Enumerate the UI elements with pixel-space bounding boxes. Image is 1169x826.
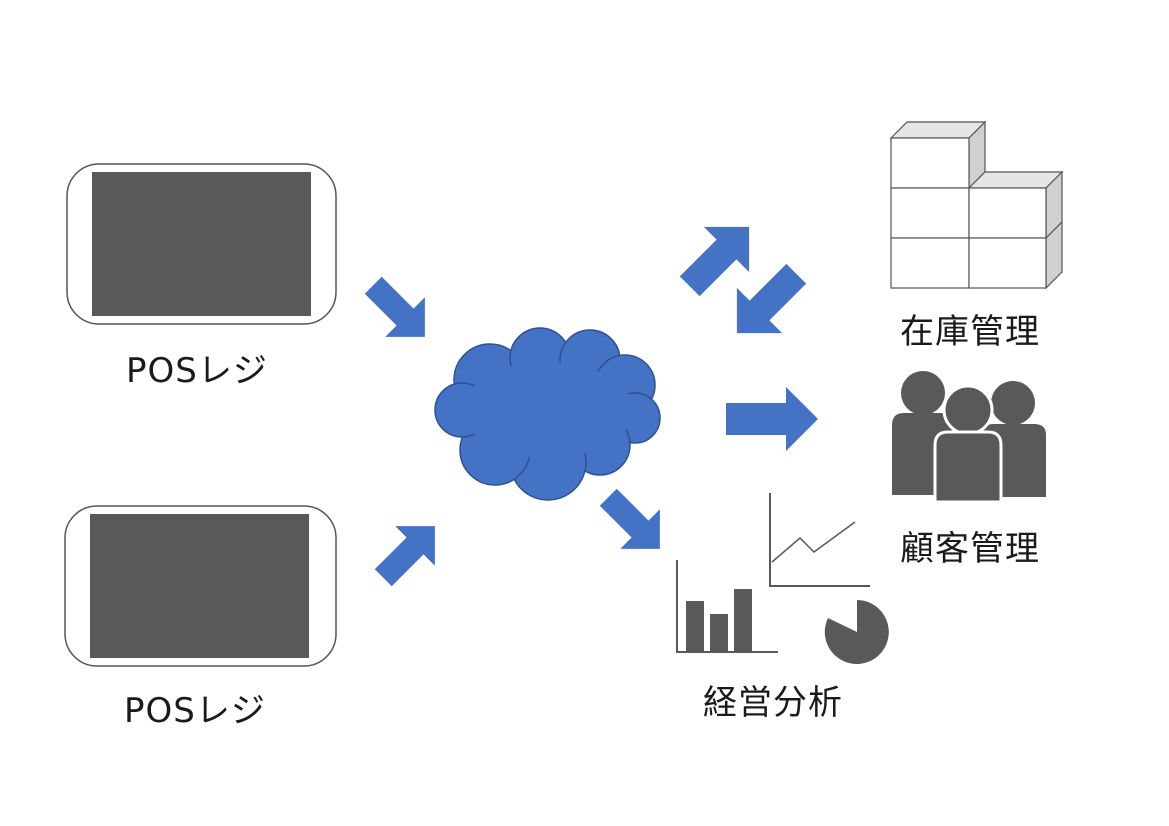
boxes-icon (889, 120, 1064, 290)
tablet-icon-top (66, 163, 337, 325)
arrow-cloud-to-analysis (599, 488, 660, 549)
line-chart-icon (769, 493, 870, 587)
arrow-cloud-to-customer (726, 387, 818, 451)
arrow-inventory-to-cloud (736, 263, 807, 334)
tablet-icon-bottom (64, 505, 337, 667)
arrow-pos-bottom-to-cloud (374, 526, 435, 587)
pos-bottom-label: POSレジ (124, 691, 266, 731)
pos-top-label: POSレジ (126, 351, 268, 391)
cloud-icon (434, 327, 661, 501)
bar-chart-icon (676, 560, 778, 653)
people-icon (892, 371, 1046, 504)
customer-label: 顧客管理 (900, 529, 1040, 569)
inventory-label: 在庫管理 (900, 312, 1040, 352)
arrow-pos-top-to-cloud (364, 276, 425, 337)
pie-chart-icon (824, 600, 889, 664)
analysis-label: 経営分析 (703, 683, 843, 723)
arrow-cloud-to-inventory (679, 226, 750, 297)
